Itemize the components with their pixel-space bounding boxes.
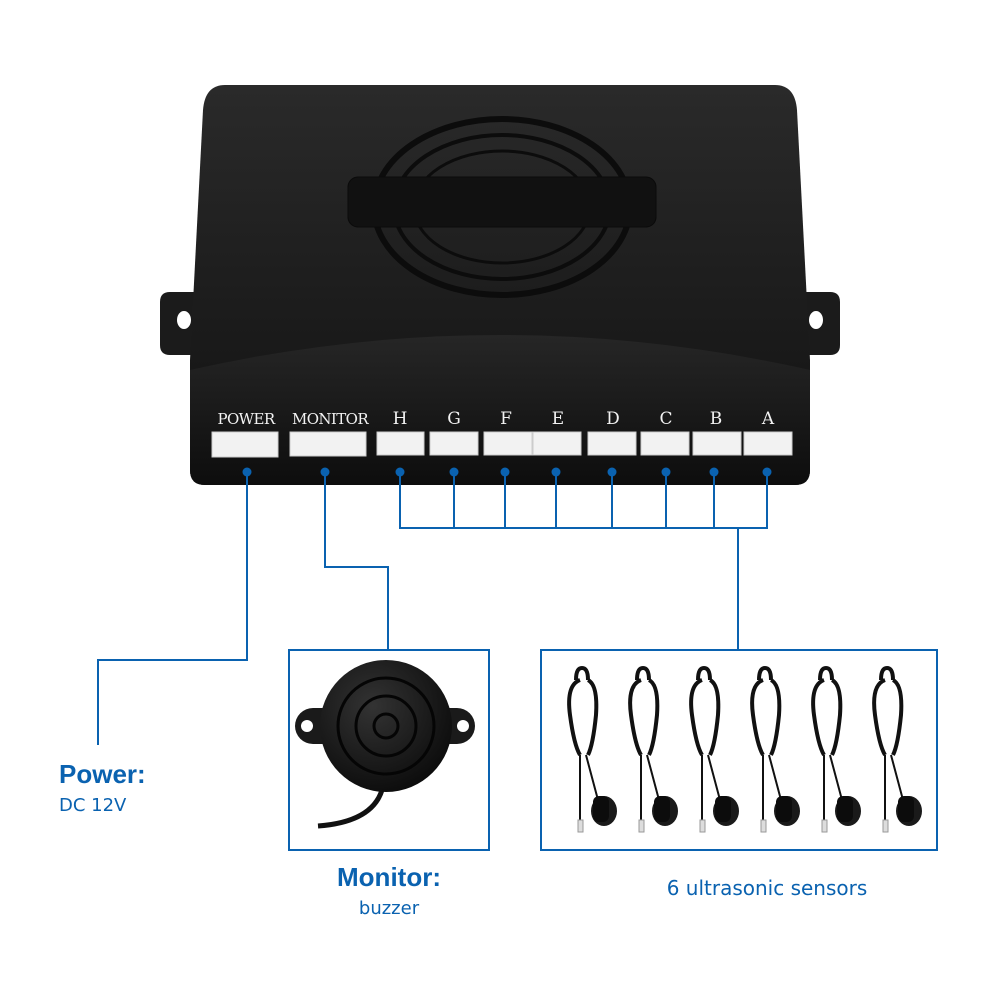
ultrasonic-sensor [628,665,678,833]
port-label-power: POWER [217,410,275,428]
ultrasonic-sensor [567,665,617,833]
port-label-h: H [393,409,408,429]
monitor-title: Monitor: [337,862,441,892]
sensors-detail: 6 ultrasonic sensors [667,876,868,900]
port-label-b: B [710,409,723,429]
ultrasonic-sensor [750,665,800,833]
logo-bar [347,176,657,228]
port-label-monitor: MONITOR [292,410,369,428]
port-dots [242,467,772,477]
ultrasonic-sensor [872,665,922,833]
port-label-c: C [659,409,672,429]
sensors-image [567,665,922,833]
port-label-f: F [500,409,512,429]
port-labels: POWER MONITOR H G F E D C B A [217,409,774,429]
connection-lines [97,472,768,745]
connectors [211,431,793,458]
ultrasonic-sensor [689,665,739,833]
port-label-g: G [447,409,461,429]
power-detail: DC 12V [59,795,127,816]
monitor-line [324,472,389,650]
port-label-a: A [761,409,775,429]
buzzer-image [295,660,475,829]
monitor-detail: buzzer [359,898,420,919]
port-label-e: E [552,409,564,429]
sensor-bus [399,472,768,529]
port-label-d: D [606,409,620,429]
power-line [97,472,248,745]
power-title: Power: [59,759,146,789]
ultrasonic-sensor [811,665,861,833]
